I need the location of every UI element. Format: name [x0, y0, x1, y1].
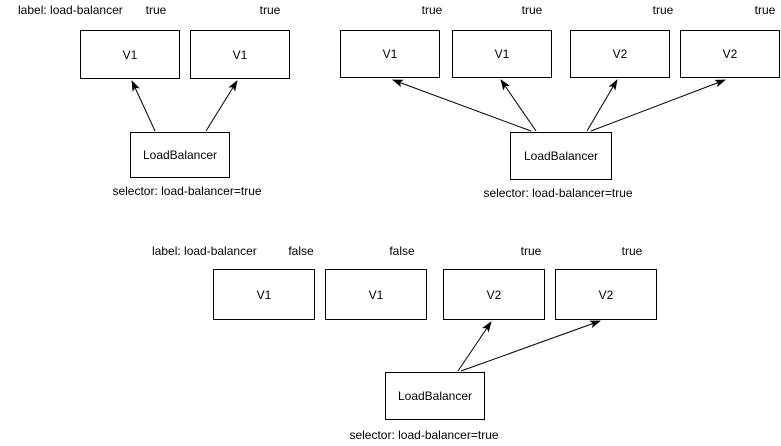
pod-node: V2 — [555, 269, 657, 320]
pod-node: V1 — [325, 269, 427, 320]
selector-caption: selector: load-balancer=true — [483, 186, 633, 200]
load-balancer-label: LoadBalancer — [142, 148, 218, 162]
pod-node: V1 — [190, 30, 290, 79]
pod-version-label: V1 — [382, 47, 398, 61]
load-balancer-node: LoadBalancer — [385, 372, 485, 420]
node-tag: true — [521, 3, 543, 17]
selector-caption: selector: load-balancer=true — [349, 428, 499, 442]
node-tag: true — [259, 3, 281, 17]
label-caption: label: load-balancer — [152, 244, 257, 258]
arrow — [500, 79, 537, 132]
pod-node: V2 — [443, 269, 545, 320]
arrow — [460, 320, 601, 372]
arrow — [590, 79, 726, 132]
pod-node: V1 — [213, 269, 315, 320]
load-balancer-node: LoadBalancer — [130, 132, 230, 178]
selector-caption: selector: load-balancer=true — [112, 184, 262, 198]
arrow — [205, 80, 238, 132]
pod-node: V2 — [680, 30, 780, 78]
node-tag: true — [520, 244, 542, 258]
node-tag: true — [421, 3, 443, 17]
pod-node: V1 — [452, 30, 552, 78]
arrow — [457, 321, 492, 372]
node-tag: true — [621, 244, 643, 258]
pod-node: V1 — [340, 30, 440, 78]
pod-version-label: V1 — [256, 287, 272, 302]
node-tag: false — [389, 244, 415, 258]
pod-version-label: V2 — [598, 287, 614, 302]
label-caption: label: load-balancer — [18, 3, 123, 17]
node-tag: true — [652, 3, 674, 17]
pod-version-label: V2 — [612, 47, 628, 61]
arrow — [131, 80, 156, 132]
load-balancer-node: LoadBalancer — [510, 132, 612, 180]
load-balancer-label: LoadBalancer — [397, 389, 473, 403]
pod-version-label: V2 — [722, 47, 738, 61]
node-tag: true — [145, 3, 167, 17]
node-tag: false — [288, 244, 314, 258]
pod-node: V2 — [570, 30, 670, 78]
pod-version-label: V2 — [486, 287, 502, 302]
pod-version-label: V1 — [368, 287, 384, 302]
load-balancer-label: LoadBalancer — [523, 149, 599, 163]
pod-node: V1 — [80, 30, 180, 79]
pod-version-label: V1 — [122, 47, 138, 62]
arrow — [586, 79, 618, 132]
pod-version-label: V1 — [232, 47, 248, 62]
arrow — [392, 79, 532, 132]
pod-version-label: V1 — [494, 47, 510, 61]
node-tag: true — [754, 3, 776, 17]
